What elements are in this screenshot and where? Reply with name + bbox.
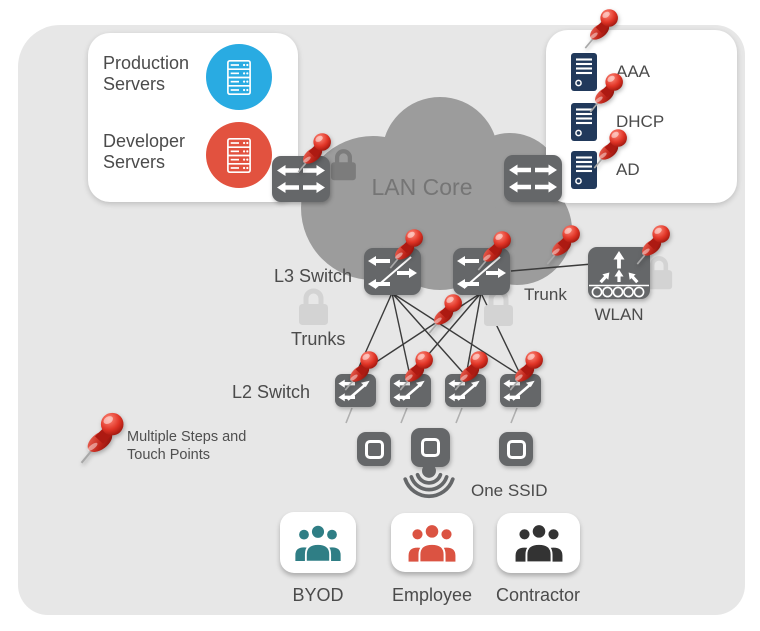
server-rack-icon [225,59,253,96]
aaa-label: AAA [616,62,651,81]
trunk-label: Trunk [524,285,567,304]
auth-services-box: AAA DHCP AD [546,30,737,203]
dhcp-server-icon [571,103,597,141]
core-switch-right-icon [504,155,562,202]
lock-icon [296,284,331,328]
server-rack-icon [225,137,253,174]
pushpin-icon [590,127,632,169]
l2-switch-arrows [503,379,535,402]
l2-switch-arrows [393,379,425,402]
l3-switch-right-icon [453,248,510,295]
pushpin-icon [386,227,428,269]
aaa-server-icon [571,53,597,91]
pushpin-icon [581,7,623,49]
access-point-icon [411,428,450,467]
developer-servers-label: Developer Servers [103,131,186,173]
legend-line1: Multiple Steps and [127,429,247,445]
l2-switch-arrows [338,379,370,402]
server-farm-box: Production Servers Developer Servers [88,33,298,202]
switch-arrows [509,164,557,193]
pushpin-icon [586,71,628,113]
pushpin-icon [294,131,336,173]
pushpin-icon [341,349,383,391]
byod-group-box [280,512,356,573]
legend-line2: Touch Points [127,446,211,463]
wlan-label: WLAN [594,305,644,324]
pushpin-icon [396,349,438,391]
wireless-signal-icon [403,463,455,498]
pushpin-icon [633,223,675,265]
switch-arrows [277,165,325,193]
pushpin-icon [543,223,585,265]
contractor-users-icon [513,523,564,564]
developer-servers-icon [206,122,272,188]
pushpin-icon [451,349,493,391]
production-servers-icon [206,44,272,110]
byod-users-icon [293,523,343,563]
l3-switch-label: L3 Switch [273,266,352,286]
wlc-glyph [589,251,649,298]
employee-group-box [391,513,473,572]
byod-label: BYOD [292,585,344,605]
l2-switch-label: L2 Switch [232,382,311,402]
core-switch-left-icon [272,156,330,202]
ad-label: AD [616,160,640,179]
legend-pushpin-icon [76,410,130,464]
dhcp-server-row: DHCP [571,102,664,142]
l3-switch-left-icon [364,248,421,295]
contractor-label: Contractor [495,585,581,605]
wlan-controller-icon [588,247,650,299]
legend-text: Multiple Steps and Touch Points [127,429,277,464]
l2-switch-arrows [448,379,480,402]
access-point-icon [499,432,533,466]
employee-users-icon [407,522,457,563]
access-point-icon [357,432,391,466]
ad-server-row: AD [571,150,640,190]
employee-label: Employee [391,585,473,605]
production-servers-label: Production Servers [103,53,190,95]
aaa-server-row: AAA [571,52,650,92]
trunks-label: Trunks [291,329,346,349]
l3-switch-arrows [368,256,417,289]
ad-server-icon [571,151,597,189]
pushpin-icon [506,349,548,391]
contractor-group-box [497,513,580,573]
dhcp-label: DHCP [616,112,665,131]
pushpin-icon [474,229,516,271]
one-ssid-label: One SSID [471,481,548,500]
lan-core-label: LAN Core [371,174,473,200]
pushpin-icon [425,292,467,334]
l3-switch-arrows [457,256,506,289]
